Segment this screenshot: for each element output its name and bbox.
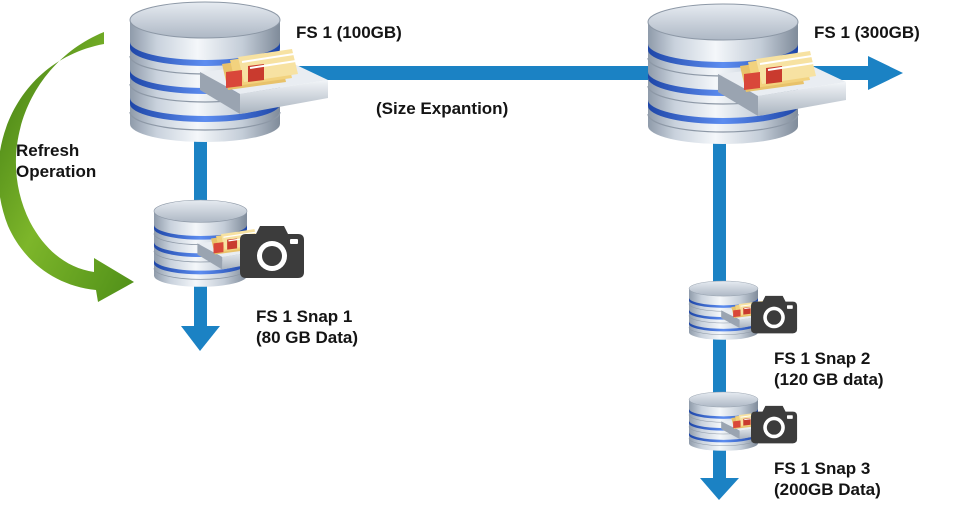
snap2-label-line1: FS 1 Snap 2 <box>774 349 871 368</box>
refresh-operation-line2: Operation <box>16 162 97 181</box>
fs1-expanded-label: FS 1 (300GB) <box>814 22 920 43</box>
refresh-operation-label: Refresh Operation <box>16 140 96 182</box>
fs1-original-label-text: FS 1 (100GB) <box>296 23 402 42</box>
size-expansion-label-text: (Size Expantion) <box>376 99 509 118</box>
snap1-label: FS 1 Snap 1 (80 GB Data) <box>256 306 358 348</box>
fs1-expanded-label-text: FS 1 (300GB) <box>814 23 920 42</box>
snap3-label-line1: FS 1 Snap 3 <box>774 459 871 478</box>
snap2-label-line2: (120 GB data) <box>774 370 884 389</box>
size-expansion-label: (Size Expantion) <box>376 98 508 119</box>
refresh-operation-arrow <box>0 32 134 302</box>
snap3-label-line2: (200GB Data) <box>774 480 881 499</box>
snap1-arrow-head <box>181 326 220 351</box>
snap-chain-arrow-head <box>700 478 739 500</box>
fs1-original-label: FS 1 (100GB) <box>296 22 402 43</box>
refresh-operation-line1: Refresh <box>16 141 80 160</box>
size-expansion-arrow-head <box>868 56 903 90</box>
snap3-label: FS 1 Snap 3 (200GB Data) <box>774 458 881 500</box>
snap1-label-line2: (80 GB Data) <box>256 328 359 347</box>
snap2-label: FS 1 Snap 2 (120 GB data) <box>774 348 884 390</box>
snap1-label-line1: FS 1 Snap 1 <box>256 307 353 326</box>
